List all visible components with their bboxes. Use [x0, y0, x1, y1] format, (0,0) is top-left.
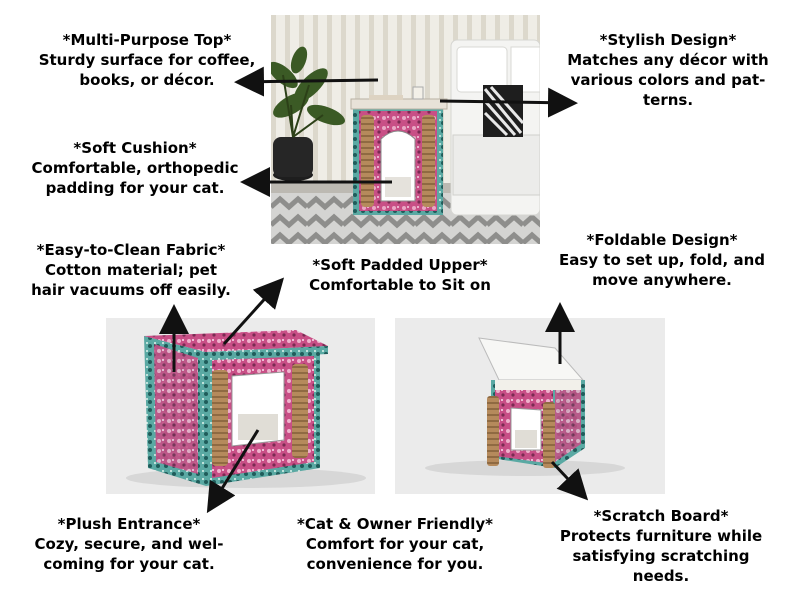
label-cat-owner-friendly: *Cat & Owner Friendly* Comfort for your … — [270, 514, 520, 574]
label-line: terns. — [642, 91, 694, 109]
label-title: *Cat & Owner Friendly* — [297, 515, 493, 533]
label-line: various colors and pat- — [570, 71, 766, 89]
label-title: *Foldable Design* — [586, 231, 738, 249]
open-house-photo — [395, 318, 665, 494]
label-stylish-design: *Stylish Design* Matches any décor with … — [548, 30, 788, 110]
living-room-photo — [271, 15, 540, 244]
label-line: Matches any décor with — [567, 51, 769, 69]
label-line: padding for your cat. — [45, 179, 225, 197]
label-line: Comfort for your cat, — [305, 535, 485, 553]
label-line: Comfortable to Sit on — [309, 276, 491, 294]
label-easy-clean-fabric: *Easy-to-Clean Fabric* Cotton material; … — [6, 240, 256, 300]
label-line: books, or décor. — [79, 71, 215, 89]
label-soft-cushion: *Soft Cushion* Comfortable, orthopedic p… — [10, 138, 260, 198]
label-line: satisfying scratching — [572, 547, 750, 565]
label-foldable-design: *Foldable Design* Easy to set up, fold, … — [542, 230, 782, 290]
label-line: convenience for you. — [306, 555, 484, 573]
label-line: Easy to set up, fold, and — [559, 251, 765, 269]
label-line: needs. — [632, 567, 690, 585]
label-line: move anywhere. — [592, 271, 732, 289]
label-line: Cotton material; pet — [44, 261, 218, 279]
label-title: *Multi-Purpose Top* — [62, 31, 232, 49]
label-title: *Easy-to-Clean Fabric* — [36, 241, 226, 259]
closed-house-photo — [106, 318, 375, 494]
label-soft-padded-upper: *Soft Padded Upper* Comfortable to Sit o… — [280, 255, 520, 295]
label-line: Cozy, secure, and wel- — [34, 535, 224, 553]
label-title: *Plush Entrance* — [57, 515, 201, 533]
label-title: *Stylish Design* — [599, 31, 737, 49]
label-plush-entrance: *Plush Entrance* Cozy, secure, and wel- … — [4, 514, 254, 574]
label-line: Sturdy surface for coffee, — [38, 51, 256, 69]
label-multi-purpose-top: *Multi-Purpose Top* Sturdy surface for c… — [22, 30, 272, 90]
label-line: coming for your cat. — [43, 555, 215, 573]
label-title: *Soft Padded Upper* — [312, 256, 488, 274]
label-scratch-board: *Scratch Board* Protects furniture while… — [536, 506, 786, 586]
label-line: Comfortable, orthopedic — [31, 159, 239, 177]
label-title: *Scratch Board* — [593, 507, 729, 525]
label-line: Protects furniture while — [559, 527, 763, 545]
label-title: *Soft Cushion* — [73, 139, 197, 157]
label-line: hair vacuums off easily. — [31, 281, 231, 299]
